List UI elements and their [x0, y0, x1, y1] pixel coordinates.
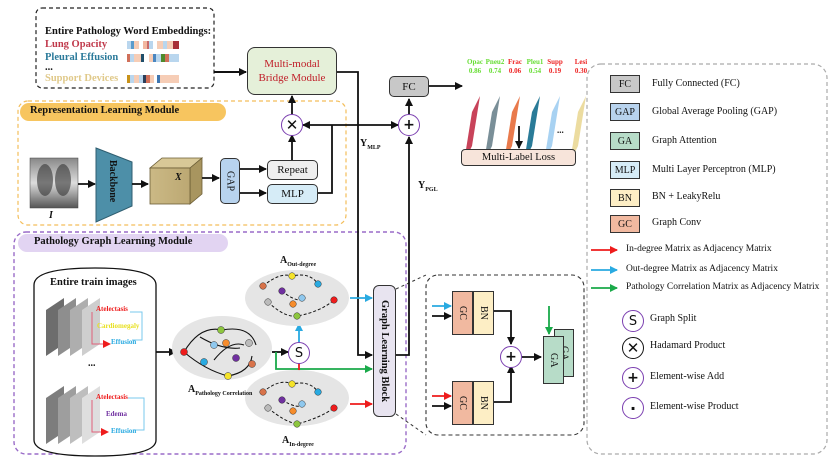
- legend-add-icon: +: [622, 367, 644, 389]
- rep-module-title: Representation Learning Module: [30, 105, 180, 116]
- a-in-degree-label: AIn-degree: [282, 435, 314, 448]
- output-bar-pneu2: [484, 96, 500, 162]
- detail-frame: [425, 274, 585, 436]
- legend-label-gc: Graph Conv: [652, 217, 702, 228]
- embedding-label-pleural-effusion: Pleural Effusion: [45, 52, 119, 63]
- train-images-ellipsis: ...: [88, 358, 96, 369]
- gap-block: GAP: [220, 158, 240, 204]
- legend-label-out-degree: Out-degree Matrix as Adjacency Matrix: [626, 264, 778, 274]
- embedding-vector-lung-opacity: [127, 41, 179, 49]
- pgl-module-frame: [13, 231, 407, 455]
- multi-label-loss: Multi-Label Loss: [461, 149, 576, 166]
- graph-out-degree: [245, 270, 349, 326]
- legend-label-gap: Global Average Pooling (GAP): [652, 106, 778, 117]
- label-atelectasis-2: Atelectasis: [96, 393, 128, 401]
- y-mlp-label: YMLP: [360, 138, 381, 151]
- pgl-module-title: Pathology Graph Learning Module: [34, 236, 193, 247]
- embeddings-title: Entire Pathology Word Embeddings:: [45, 26, 212, 37]
- gc-block-top: GC: [452, 291, 473, 335]
- hadamard-product-op: ✕: [281, 114, 303, 136]
- embedding-ellipsis: ...: [45, 62, 53, 73]
- a-out-degree-label: AOut-degree: [280, 255, 317, 268]
- rep-module-frame: [17, 100, 347, 226]
- label-atelectasis-1: Atelectasis: [96, 305, 128, 313]
- output-bar-lesi: [570, 96, 586, 162]
- bridge-label-line2: Bridge Module: [258, 72, 326, 84]
- legend-swatch-gc: GC: [610, 215, 640, 233]
- embedding-label-support-devices: Support Devices: [45, 73, 119, 84]
- legend-frame: [586, 63, 828, 455]
- label-effusion-2: Effusion: [111, 427, 137, 435]
- legend-label-add: Element-wise Add: [650, 371, 725, 382]
- gc-block-bottom: GC: [452, 381, 473, 425]
- output-bar-frac: [504, 96, 520, 162]
- legend-dot-product-icon: ·: [622, 397, 644, 419]
- output-bars: [464, 96, 586, 162]
- legend-label-in-degree: In-degree Matrix as Adjacency Matrix: [626, 244, 772, 254]
- graph-in-degree: [245, 370, 349, 426]
- legend-label-ga: Graph Attention: [652, 135, 717, 146]
- input-image-label: I: [49, 210, 53, 221]
- a-pathology-correlation-label: APathology Correlation: [188, 384, 253, 397]
- legend-label-bn: BN + LeakyRelu: [652, 191, 721, 202]
- output-bar-pleu1: [524, 96, 540, 162]
- bridge-label-line1: Multi-modal: [264, 58, 320, 70]
- legend-label-hadamard: Hadamard Product: [650, 340, 726, 351]
- ga-block: GA: [543, 336, 564, 384]
- legend-label-pathology-correlation: Pathology Correlation Matrix as Adjacenc…: [626, 282, 820, 292]
- legend-label-graph-split: Graph Split: [650, 313, 697, 324]
- fc-block: FC: [389, 76, 429, 97]
- feature-cube: [149, 167, 191, 205]
- legend-label-dot-product: Element-wise Product: [650, 401, 739, 412]
- y-pgl-label: YPGL: [418, 180, 438, 193]
- train-images-title: Entire train images: [50, 277, 137, 288]
- label-effusion-1: Effusion: [111, 338, 137, 346]
- multimodal-bridge-module: Multi-modal Bridge Module: [247, 47, 337, 95]
- graph-learning-block: Graph Learning Block: [373, 285, 396, 417]
- embedding-label-lung-opacity: Lung Opacity: [45, 39, 108, 50]
- label-edema: Edema: [106, 410, 127, 418]
- label-cardiomegaly: Cardiomegaly: [97, 322, 140, 330]
- legend-swatch-fc: FC: [610, 75, 640, 93]
- legend-graph-split-icon: S: [622, 310, 644, 332]
- element-wise-add-op: +: [398, 114, 420, 136]
- repeat-block: Repeat: [267, 160, 318, 180]
- graph-split-op: S: [288, 342, 310, 364]
- backbone-block: [95, 147, 133, 223]
- output-bar-supp: [544, 96, 560, 162]
- legend-swatch-bn: BN: [610, 189, 640, 207]
- bn-block-top: BN: [473, 291, 494, 335]
- mlp-block: MLP: [267, 184, 318, 204]
- embedding-vector-pleural-effusion: [127, 54, 179, 62]
- embedding-vector-support-devices: [127, 75, 179, 83]
- legend-swatch-gap: GAP: [610, 103, 640, 121]
- legend-label-fc: Fully Connected (FC): [652, 78, 740, 89]
- legend-hadamard-icon: ✕: [622, 337, 644, 359]
- feature-label: X: [175, 172, 182, 183]
- output-bar-opac: [464, 96, 480, 162]
- legend-swatch-ga: GA: [610, 132, 640, 150]
- legend-swatch-mlp: MLP: [610, 161, 640, 179]
- detail-add-op: +: [500, 346, 522, 368]
- backbone-label: Backbone: [107, 160, 118, 203]
- bn-block-bottom: BN: [473, 381, 494, 425]
- legend-label-mlp: Multi Layer Perceptron (MLP): [652, 164, 776, 175]
- outputs-ellipsis: ...: [557, 125, 564, 135]
